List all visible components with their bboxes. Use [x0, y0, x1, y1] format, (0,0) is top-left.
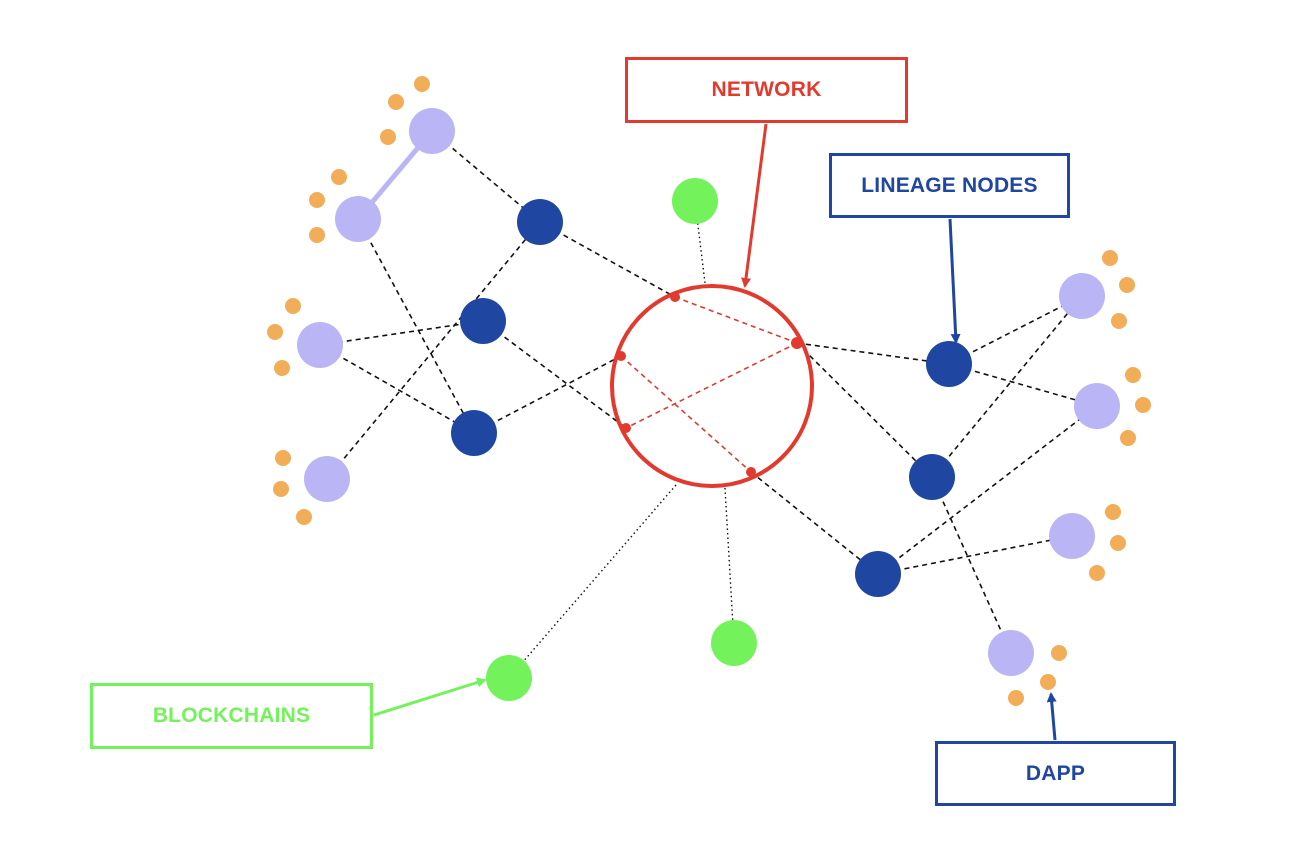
edge — [796, 342, 933, 478]
user-dot — [1040, 674, 1056, 690]
lineage-nodes-arrow — [948, 218, 961, 344]
network-arrow — [741, 123, 768, 288]
lineage-node — [460, 298, 506, 344]
user-dot — [275, 450, 291, 466]
edge — [796, 342, 950, 365]
blockchain-edge — [724, 487, 735, 644]
dapp-node — [297, 322, 343, 368]
user-dot — [1008, 690, 1024, 706]
lineage-node — [855, 551, 901, 597]
dapp-node — [335, 196, 381, 242]
user-dots — [267, 76, 1151, 706]
dapp-node — [1059, 273, 1105, 319]
blockchain-edge — [508, 484, 677, 679]
user-dot — [1110, 535, 1126, 551]
user-dot — [274, 360, 290, 376]
network-port — [670, 292, 680, 302]
user-dot — [1051, 645, 1067, 661]
user-dot — [1111, 313, 1127, 329]
edge — [539, 221, 676, 298]
edge — [357, 218, 475, 434]
lineage-nodes-label: LINEAGE NODES — [829, 153, 1070, 218]
network-label: NETWORK — [625, 57, 908, 123]
blockchains-label: BLOCKCHAINS — [90, 683, 373, 749]
edge — [482, 320, 627, 429]
blockchain-node — [486, 655, 532, 701]
edge — [877, 405, 1098, 575]
edge — [319, 344, 475, 434]
network-ring-group — [610, 284, 814, 488]
edge — [326, 221, 541, 480]
user-dot — [309, 227, 325, 243]
edge — [948, 363, 1098, 407]
edge — [948, 295, 1083, 365]
dapp-arrow — [1046, 692, 1057, 741]
lineage-node — [517, 199, 563, 245]
user-dot — [1105, 504, 1121, 520]
network-ring — [610, 284, 814, 488]
edge — [931, 295, 1083, 478]
user-dot — [1120, 430, 1136, 446]
network-port — [791, 337, 803, 349]
user-dot — [388, 94, 404, 110]
lineage-node — [909, 454, 955, 500]
network-port — [621, 423, 631, 433]
edge — [877, 535, 1073, 575]
dapp-node-group — [297, 108, 1120, 676]
blockchain-nodes — [486, 178, 757, 701]
user-dot — [1102, 250, 1118, 266]
user-dot — [380, 129, 396, 145]
network-port — [616, 351, 626, 361]
network-port — [746, 467, 756, 477]
lineage-node — [926, 341, 972, 387]
dapp-label: DAPP — [935, 741, 1176, 806]
user-dot — [1089, 565, 1105, 581]
lineage-node-group — [451, 199, 972, 597]
blockchains-arrow — [373, 677, 487, 717]
lineage-node — [451, 410, 497, 456]
user-dot — [1119, 277, 1135, 293]
dotted-edges — [508, 200, 735, 679]
dapp-node — [988, 630, 1034, 676]
user-dot — [1125, 367, 1141, 383]
user-dot — [331, 169, 347, 185]
dapp-node — [304, 456, 350, 502]
user-dot — [273, 481, 289, 497]
user-dot — [414, 76, 430, 92]
edge — [750, 471, 879, 575]
user-dot — [285, 298, 301, 314]
dashed-edges — [319, 130, 1098, 654]
user-dot — [309, 192, 325, 208]
user-dot — [267, 324, 283, 340]
network-internal-link — [674, 296, 798, 344]
edge — [431, 130, 541, 223]
dapp-node — [1049, 513, 1095, 559]
user-dot — [296, 509, 312, 525]
blockchain-node — [711, 620, 757, 666]
edge — [931, 476, 1012, 654]
dapp-node — [409, 108, 455, 154]
dapp-node — [1074, 383, 1120, 429]
edge — [473, 355, 622, 434]
user-dot — [1135, 397, 1151, 413]
network-internal-link — [620, 355, 752, 473]
edge — [319, 320, 484, 346]
network-internal-link — [625, 342, 798, 429]
blockchain-node — [672, 178, 718, 224]
